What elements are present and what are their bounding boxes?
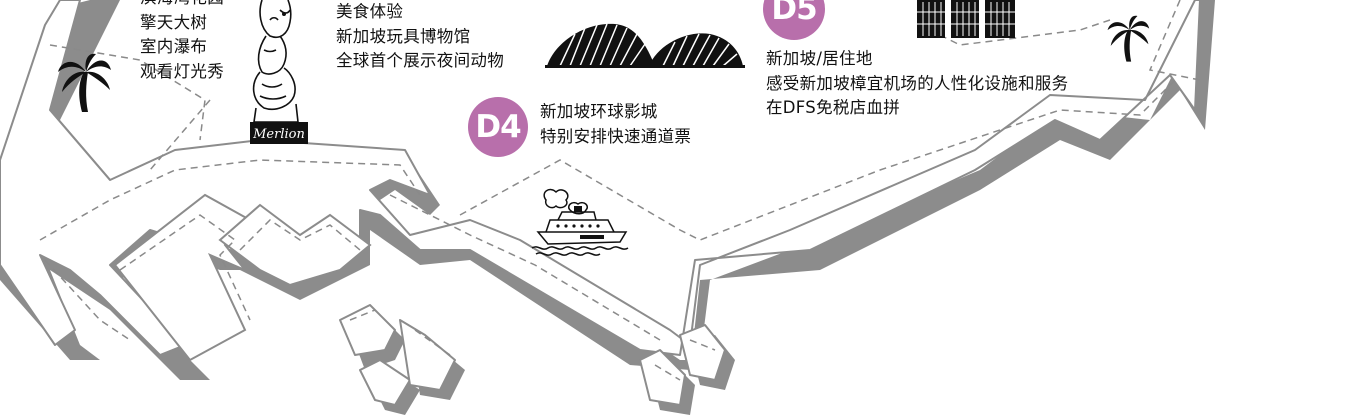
merlion-statue-icon: Merlion [250,0,308,144]
day3b-item: 新加坡玩具博物馆 [336,26,471,46]
ferry-boat-icon [531,188,629,256]
esplanade-icon [545,23,745,68]
day3-activity-list: 滨海湾花园 擎天大树 室内瀑布 观看灯光秀 [140,0,224,84]
day3-item: 室内瀑布 [140,37,208,56]
day3b-activity-list: 美食体验 新加坡玩具博物馆 全球首个展示夜间动物 [336,0,504,74]
day5-item: 新加坡/居住地 [766,49,873,68]
day3-item: 观看灯光秀 [140,61,224,81]
day4-badge: D4 [468,97,528,157]
day3b-item: 美食体验 [336,2,404,21]
palm-tree-icon [58,53,111,112]
day5-item: 在DFS免税店血拼 [766,98,901,117]
route-dashes [39,0,1201,381]
day5-activity-list: 新加坡/居住地 感受新加坡樟宜机场的人性化设施和服务 在DFS免税店血拼 [766,47,1068,121]
day3-item: 滨海湾花园 [140,0,224,11]
day4-activity-list: 新加坡环球影城 特别安排快速通道票 [540,100,691,149]
merlion-label: Merlion [252,127,305,142]
day5-item: 感受新加坡樟宜机场的人性化设施和服务 [766,73,1069,93]
land-blocks [113,193,372,362]
day4-item: 新加坡环球影城 [540,102,658,121]
day3b-item: 全球首个展示夜间动物 [336,51,504,70]
day3-item: 擎天大树 [140,12,208,32]
marina-bay-sands-icon [917,0,1015,38]
palm-tree-icon [1107,15,1150,62]
day4-item: 特别安排快速通道票 [540,126,692,146]
